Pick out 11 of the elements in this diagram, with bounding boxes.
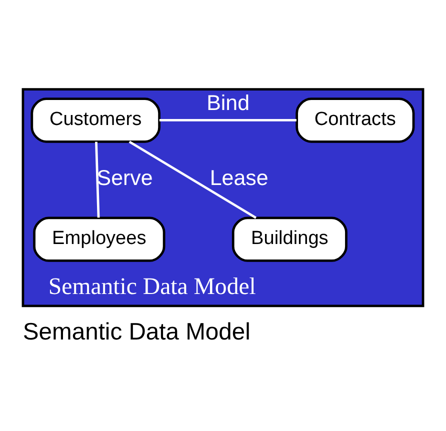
node-box: Buildings	[232, 216, 348, 262]
connector	[128, 140, 257, 219]
node-box: Contracts	[296, 98, 415, 143]
node-box: Customers	[30, 98, 160, 143]
connector	[95, 142, 100, 218]
edge-label: Lease	[210, 166, 268, 190]
edge-label: Serve	[96, 166, 153, 190]
node-box: Employees	[33, 216, 166, 262]
edge-label: Bind	[206, 91, 250, 116]
caption: Semantic Data Model	[22, 318, 250, 346]
connector	[159, 119, 296, 122]
